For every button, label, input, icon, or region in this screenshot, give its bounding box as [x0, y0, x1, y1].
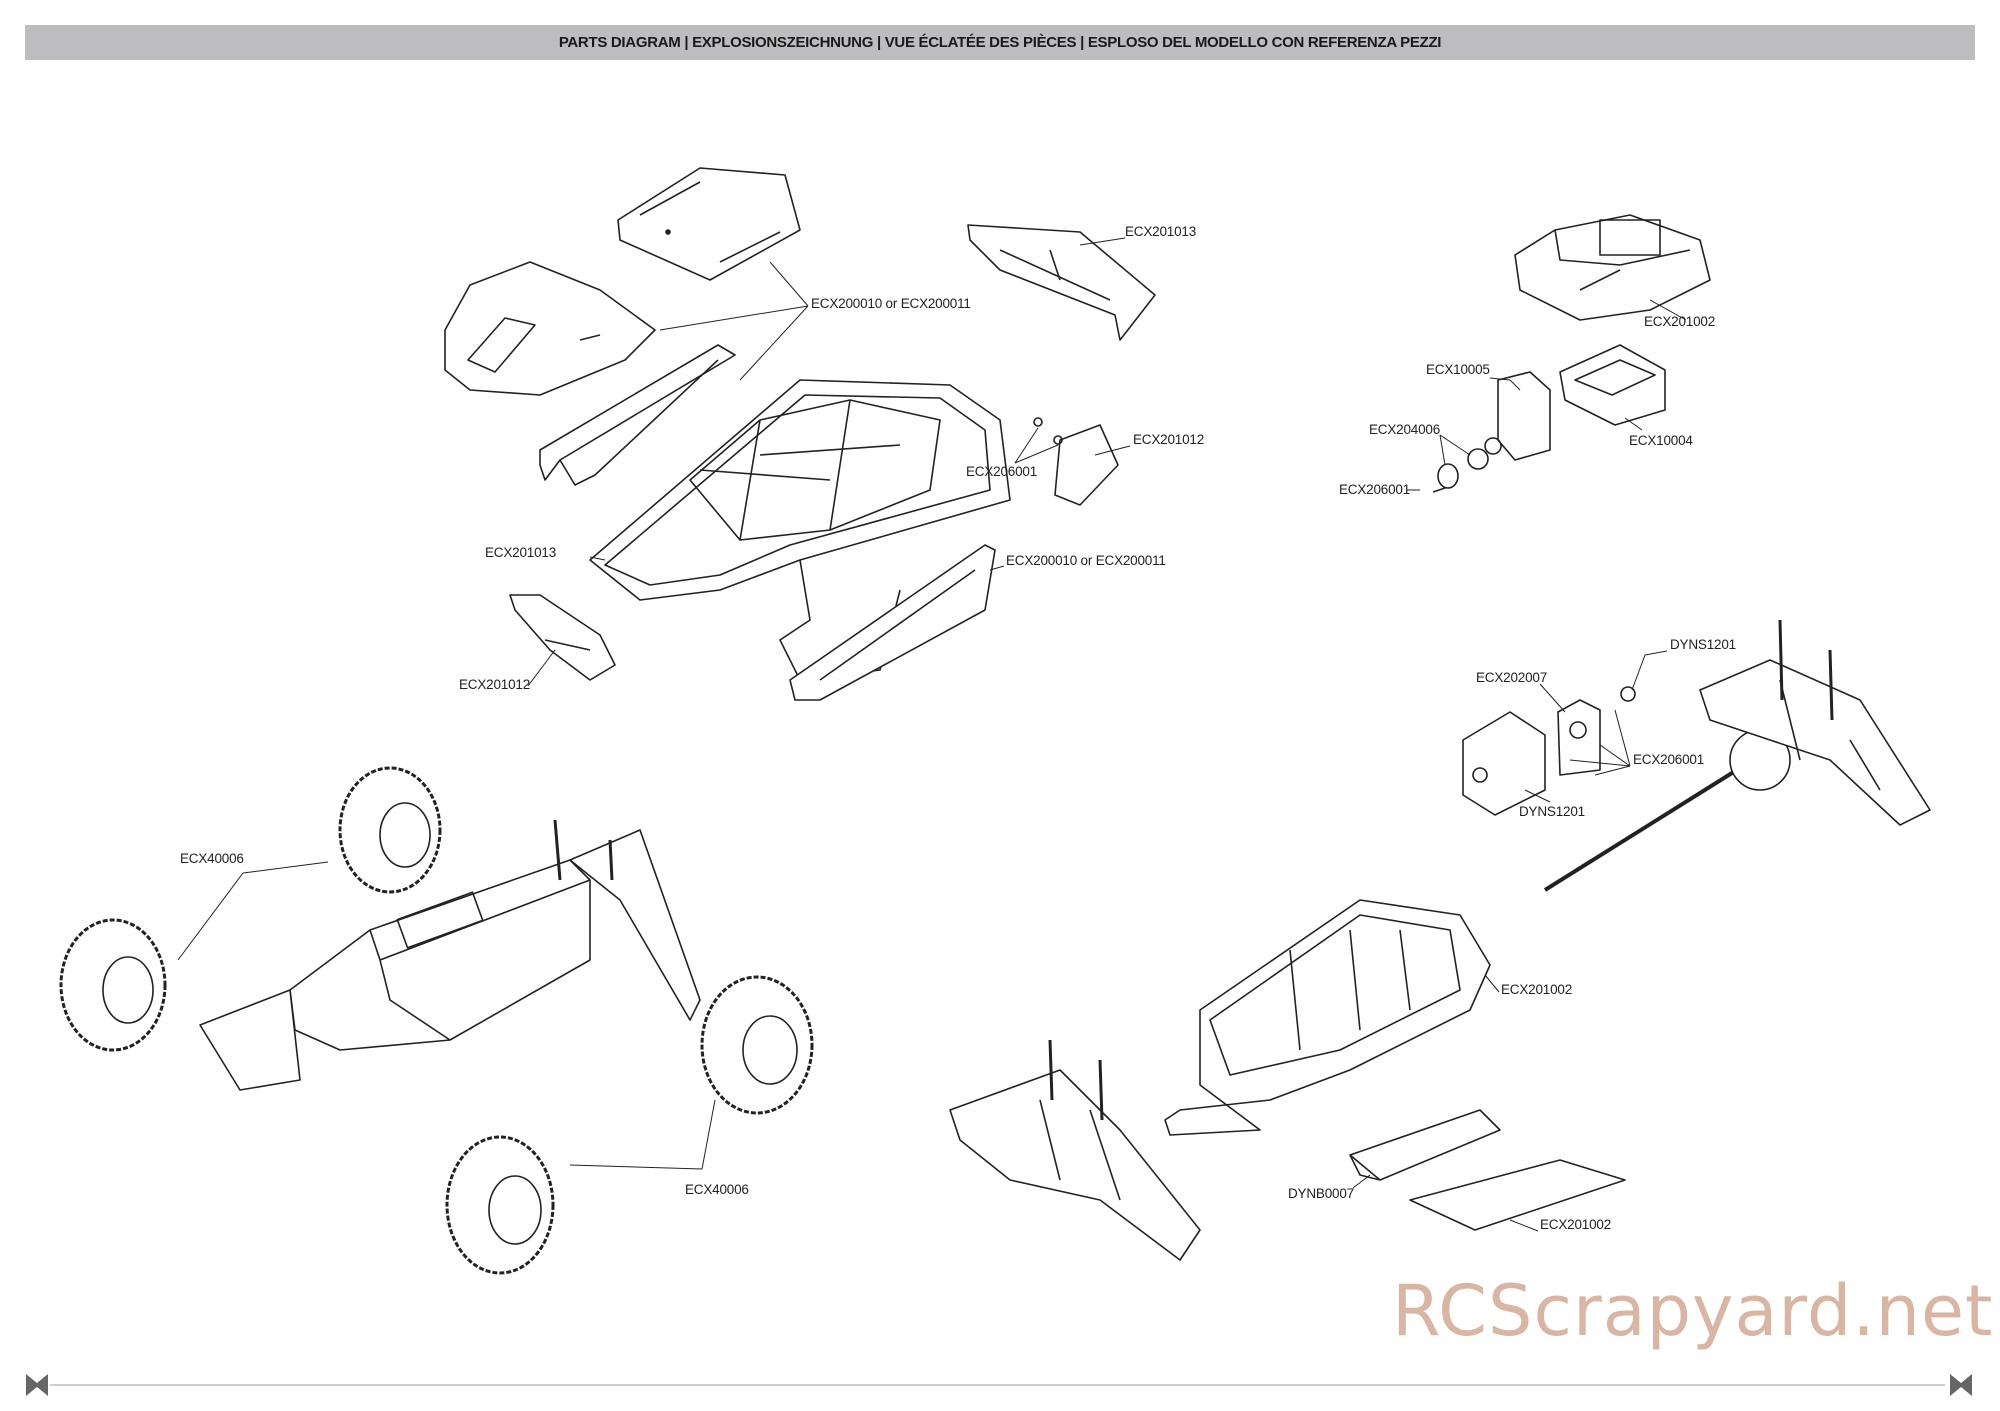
part-label-body-top: ECX200010 or ECX200011 — [811, 296, 971, 311]
part-label-chassis: ECX201002 — [1501, 982, 1573, 997]
rear-suspension-part — [1543, 619, 1931, 892]
part-label-motor: DYNS1201 — [1519, 804, 1585, 819]
part-label-servo: ECX10005 — [1426, 362, 1490, 377]
part-label-side-panel: ECX200010 or ECX200011 — [1006, 553, 1166, 568]
right-side-panel-part — [789, 544, 996, 701]
left-side-panel-part — [539, 344, 736, 486]
part-label-battery: DYNB0007 — [1288, 1186, 1354, 1201]
front-suspension-part — [949, 1039, 1201, 1261]
part-label-left-panel: ECX201012 — [459, 677, 531, 692]
chassis-tub-part — [1164, 899, 1491, 1136]
part-label-cage: ECX201013 — [485, 545, 557, 560]
body-nose-part — [444, 261, 656, 396]
part-label-wheels-left: ECX40006 — [180, 851, 244, 866]
right-body-panel-part — [1033, 417, 1119, 506]
wheels-part — [59, 766, 814, 1275]
part-label-wheels-right: ECX40006 — [685, 1182, 749, 1197]
part-label-wing: ECX201013 — [1125, 224, 1197, 239]
footer-rule — [50, 1384, 1945, 1386]
part-label-motor-screws: ECX206001 — [1633, 752, 1705, 767]
battery-door-part — [1409, 1159, 1626, 1231]
battery-part — [1349, 1109, 1501, 1181]
body-hood-part — [617, 167, 801, 281]
roll-cage-part — [589, 379, 1011, 681]
watermark: RCScrapyard.net — [1392, 1270, 1994, 1352]
front-bumper-part — [509, 594, 616, 681]
chassis-cover-part — [1514, 214, 1711, 321]
part-label-right-panel: ECX201012 — [1133, 432, 1205, 447]
page-header: PARTS DIAGRAM | EXPLOSIONSZEICHNUNG | VU… — [25, 25, 1975, 60]
motor-plate-part — [1557, 686, 1636, 776]
part-label-servo-screw: ECX206001 — [1339, 482, 1411, 497]
leader-lines — [177, 237, 1687, 1232]
part-label-motor-plate: ECX202007 — [1476, 670, 1548, 685]
part-label-body-screws: ECX206001 — [966, 464, 1038, 479]
part-label-servo-horn: ECX204006 — [1369, 422, 1441, 437]
bowtie-left-icon — [26, 1374, 48, 1396]
servo-part — [1432, 371, 1551, 493]
rear-wing-part — [967, 224, 1156, 341]
part-label-pinion: DYNS1201 — [1670, 637, 1736, 652]
bowtie-right-icon — [1950, 1374, 1972, 1396]
assembled-chassis-part — [199, 819, 701, 1091]
part-label-chassis-cover: ECX201002 — [1644, 314, 1716, 329]
receiver-part — [1559, 344, 1666, 426]
motor-part — [1462, 711, 1546, 816]
part-label-receiver: ECX10004 — [1629, 433, 1693, 448]
header-title: PARTS DIAGRAM | EXPLOSIONSZEICHNUNG | VU… — [558, 34, 1442, 51]
part-label-battery-door: ECX201002 — [1540, 1217, 1612, 1232]
